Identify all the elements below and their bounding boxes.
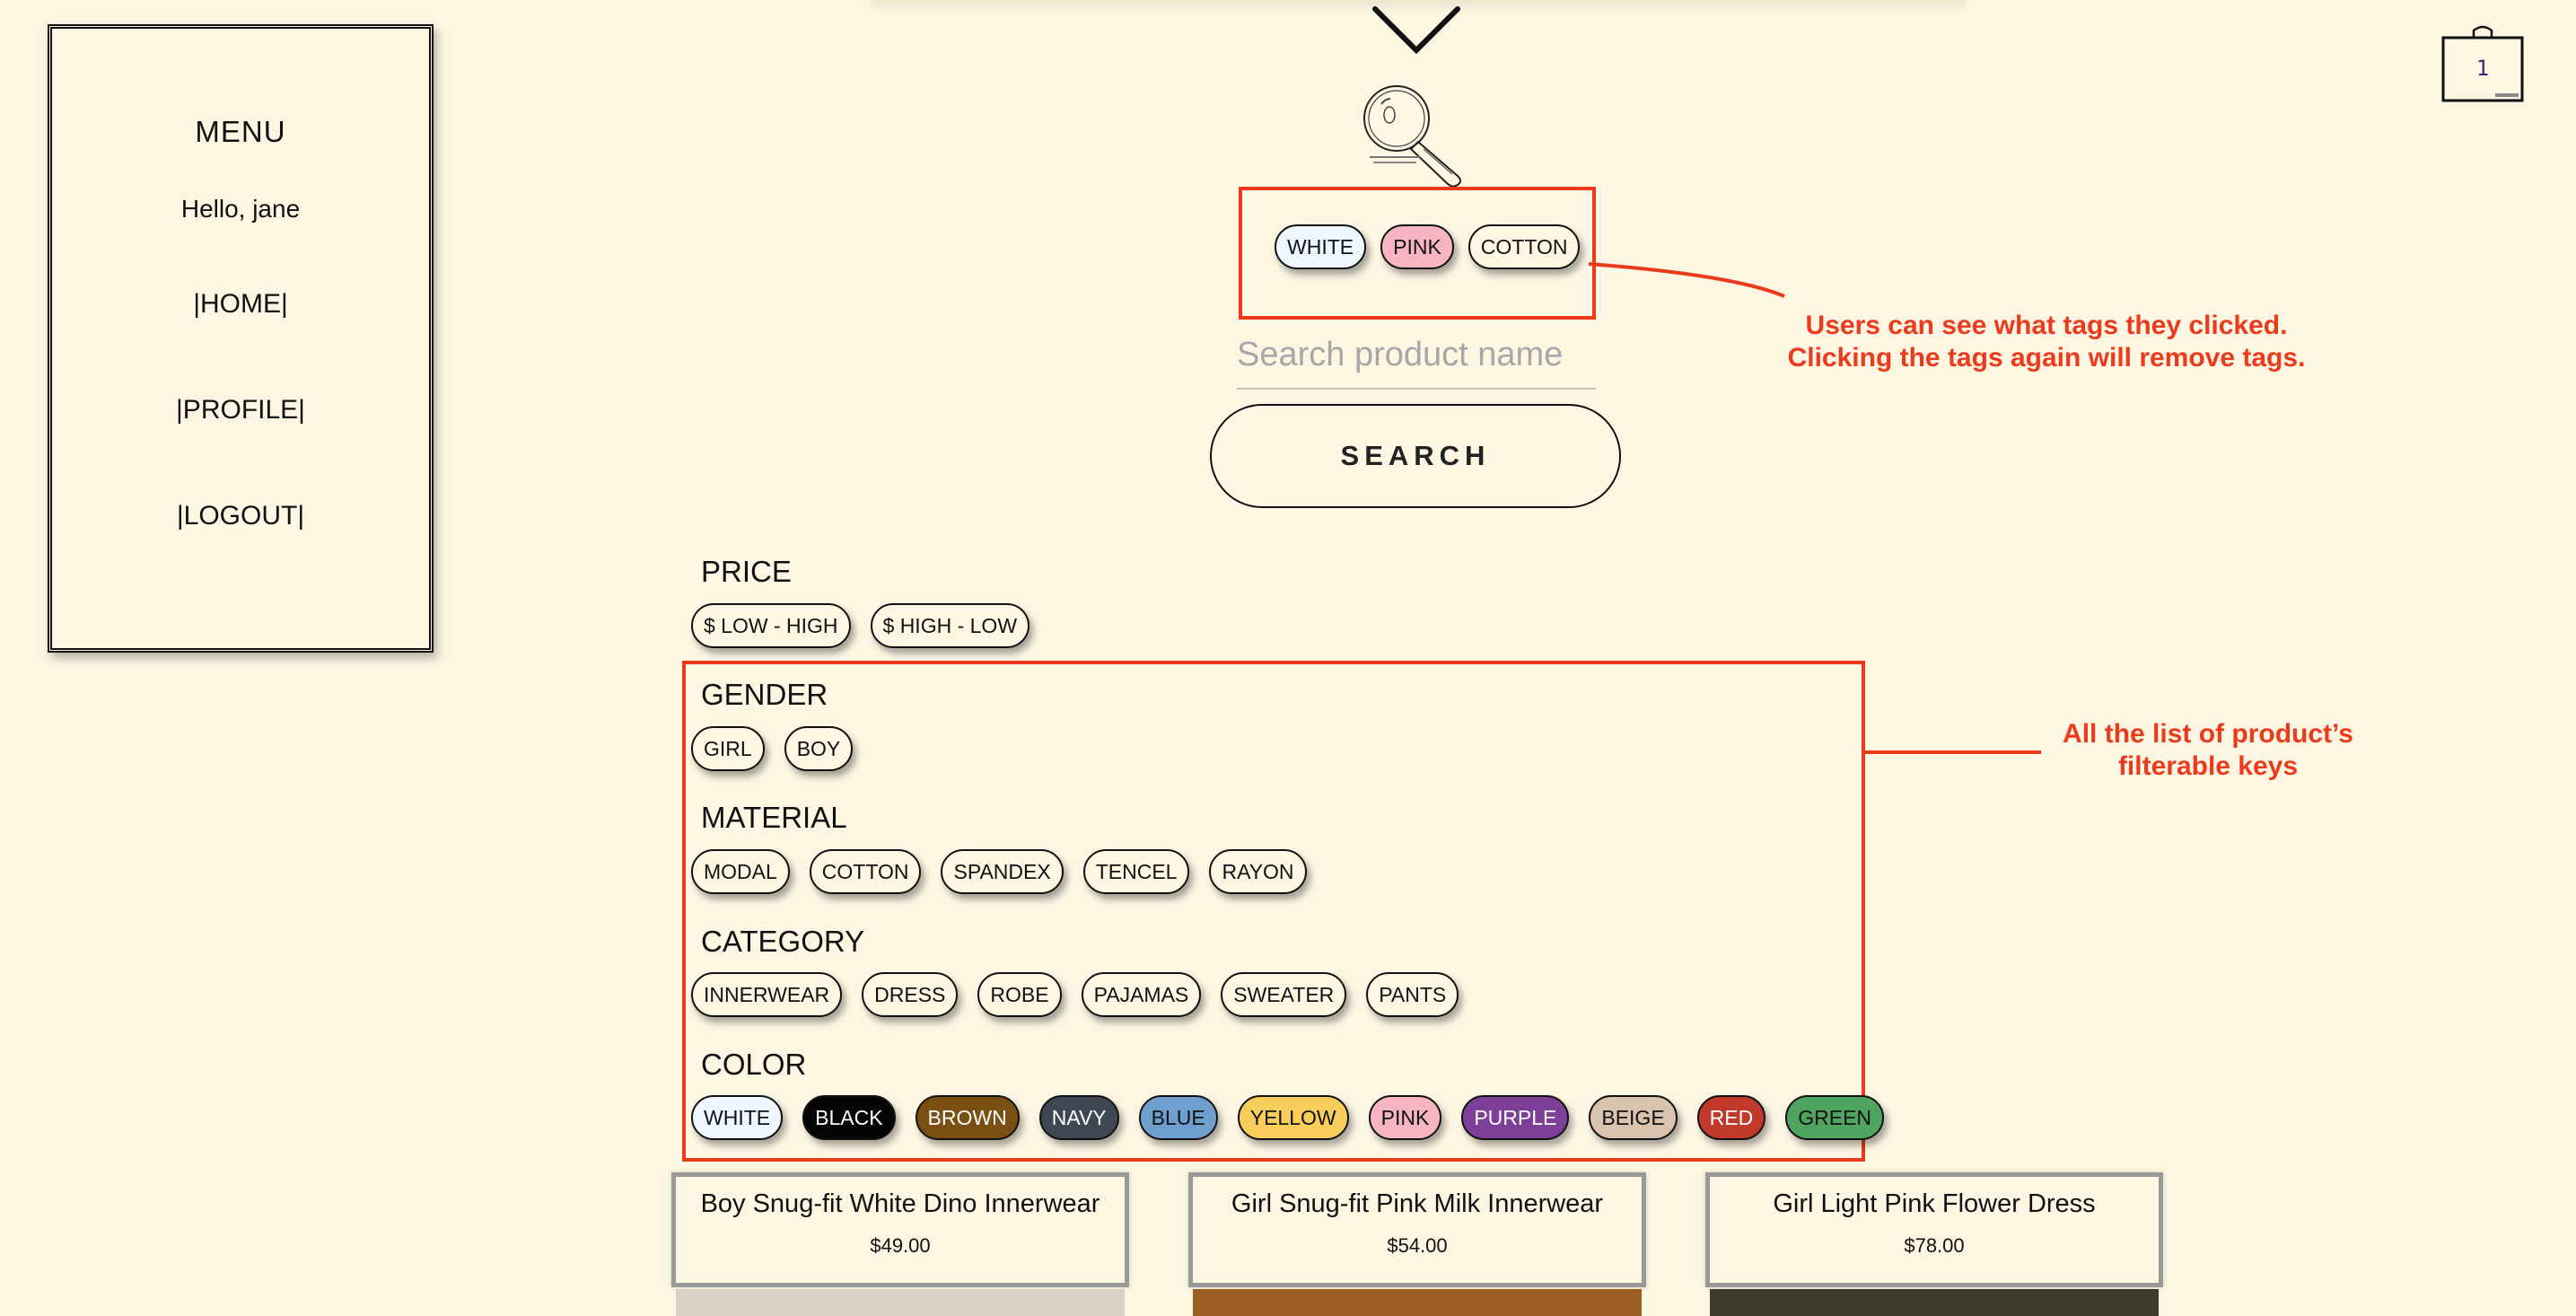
menu-link-home[interactable]: |HOME| [193, 289, 288, 319]
note-line: Users can see what tags they clicked. [1805, 311, 2288, 340]
note-line: filterable keys [2117, 751, 2299, 781]
note-line: Clicking the tags again will remove tags… [1787, 343, 2306, 373]
cart-button[interactable]: 1 [2441, 23, 2524, 102]
filterable-keys-highlight [682, 661, 1865, 1162]
user-greeting: Hello, jane [180, 195, 301, 223]
selected-tag-cotton[interactable]: COTTON [1468, 224, 1581, 269]
category-filter-dress[interactable]: DRESS [862, 972, 959, 1017]
product-name: Boy Snug-fit White Dino Innerwear [700, 1189, 1100, 1218]
material-filter-spandex[interactable]: SPANDEX [941, 849, 1064, 894]
side-menu: MENU Hello, jane |HOME| |PROFILE| |LOGOU… [48, 24, 434, 653]
category-label: CATEGORY [701, 925, 865, 958]
material-label: MATERIAL [701, 801, 847, 834]
menu-title: MENU [195, 115, 286, 148]
search-button[interactable]: SEARCH [1210, 404, 1621, 508]
annotation-line [1862, 750, 2041, 754]
price-label: PRICE [701, 555, 792, 588]
color-filter-purple[interactable]: PURPLE [1461, 1095, 1570, 1140]
menu-link-profile[interactable]: |PROFILE| [176, 395, 305, 425]
product-price: $78.00 [1904, 1234, 1965, 1257]
note-line: All the list of product’s [2063, 719, 2353, 749]
color-filter-green[interactable]: GREEN [1785, 1095, 1885, 1140]
product-card[interactable]: Girl Light Pink Flower Dress $78.00 [1705, 1172, 2163, 1287]
color-filter-yellow[interactable]: YELLOW [1237, 1095, 1349, 1140]
color-filter-beige[interactable]: BEIGE [1589, 1095, 1678, 1140]
category-filter-robe[interactable]: ROBE [977, 972, 1062, 1017]
color-filter-blue[interactable]: BLUE [1138, 1095, 1218, 1140]
gender-filter-boy[interactable]: BOY [784, 726, 854, 771]
annotation-arrow [1589, 262, 1785, 298]
product-name: Girl Snug-fit Pink Milk Innerwear [1231, 1189, 1604, 1218]
material-filter-tencel[interactable]: TENCEL [1082, 849, 1190, 894]
material-options: MODAL COTTON SPANDEX TENCEL RAYON [691, 849, 1307, 894]
product-price: $49.00 [870, 1234, 931, 1257]
material-filter-rayon[interactable]: RAYON [1209, 849, 1307, 894]
selected-tag-pink[interactable]: PINK [1380, 224, 1454, 269]
color-filter-red[interactable]: RED [1696, 1095, 1766, 1140]
material-filter-modal[interactable]: MODAL [691, 849, 790, 894]
menu-link-logout[interactable]: |LOGOUT| [176, 501, 305, 531]
product-image[interactable] [1193, 1289, 1642, 1316]
category-filter-innerwear[interactable]: INNERWEAR [691, 972, 843, 1017]
color-label: COLOR [701, 1048, 807, 1081]
product-image[interactable] [676, 1289, 1125, 1316]
category-filter-sweater[interactable]: SWEATER [1221, 972, 1347, 1017]
price-filter-high-low[interactable]: $ HIGH - LOW [870, 603, 1030, 648]
color-filter-white[interactable]: WHITE [691, 1095, 784, 1140]
gender-filter-girl[interactable]: GIRL [691, 726, 765, 771]
color-filter-black[interactable]: BLACK [802, 1095, 896, 1140]
color-filter-pink[interactable]: PINK [1368, 1095, 1442, 1140]
magnifier-logo-icon [1363, 85, 1461, 188]
gender-options: GIRL BOY [691, 726, 854, 771]
category-filter-pants[interactable]: PANTS [1366, 972, 1459, 1017]
top-panel-edge [871, 0, 1966, 4]
selected-tags: WHITE PINK COTTON [1275, 224, 1581, 269]
product-price: $54.00 [1387, 1234, 1448, 1257]
price-filter-low-high[interactable]: $ LOW - HIGH [691, 603, 851, 648]
product-card[interactable]: Girl Snug-fit Pink Milk Innerwear $54.00 [1188, 1172, 1646, 1287]
shopping-bag-icon [2441, 25, 2524, 102]
color-filter-navy[interactable]: NAVY [1038, 1095, 1119, 1140]
selected-tags-note: Users can see what tags they clicked. Cl… [1759, 310, 2334, 374]
product-image[interactable] [1710, 1289, 2159, 1316]
chevron-down-icon[interactable] [1371, 5, 1461, 56]
material-filter-cotton[interactable]: COTTON [809, 849, 922, 894]
product-name: Girl Light Pink Flower Dress [1773, 1189, 2096, 1218]
selected-tags-highlight [1239, 187, 1596, 320]
color-options: WHITE BLACK BROWN NAVY BLUE YELLOW PINK PURPLE B… [691, 1095, 1885, 1140]
product-card[interactable]: Boy Snug-fit White Dino Innerwear $49.00 [671, 1172, 1129, 1287]
category-options: INNERWEAR DRESS ROBE PAJAMAS SWEATER PANTS [691, 972, 1459, 1017]
cart-count: 1 [2475, 56, 2490, 81]
price-options: $ LOW - HIGH $ HIGH - LOW [691, 603, 1030, 648]
color-filter-brown[interactable]: BROWN [915, 1095, 1020, 1140]
filters-note: All the list of product’s filterable key… [2011, 718, 2405, 783]
gender-label: GENDER [701, 678, 828, 711]
category-filter-pajamas[interactable]: PAJAMAS [1081, 972, 1202, 1017]
selected-tag-white[interactable]: WHITE [1275, 224, 1367, 269]
search-input[interactable] [1237, 321, 1596, 390]
